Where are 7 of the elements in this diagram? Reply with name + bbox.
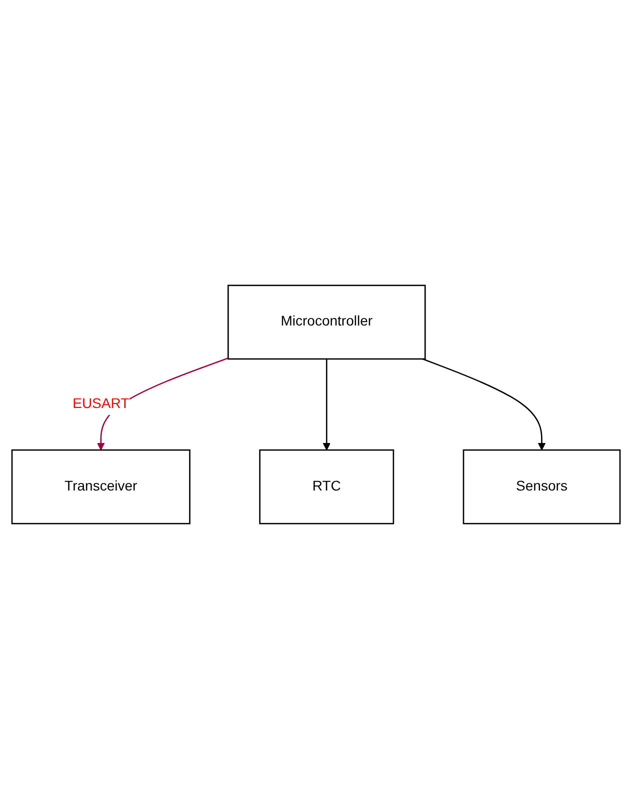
arrow	[422, 358, 546, 450]
node-box: RTC	[259, 449, 394, 524]
node-box: Transceiver	[11, 449, 190, 524]
node-box: Microcontroller	[228, 284, 426, 360]
edge-label: EUSART	[72, 396, 130, 412]
node-box: Sensors	[462, 449, 621, 524]
arrow	[322, 358, 330, 450]
